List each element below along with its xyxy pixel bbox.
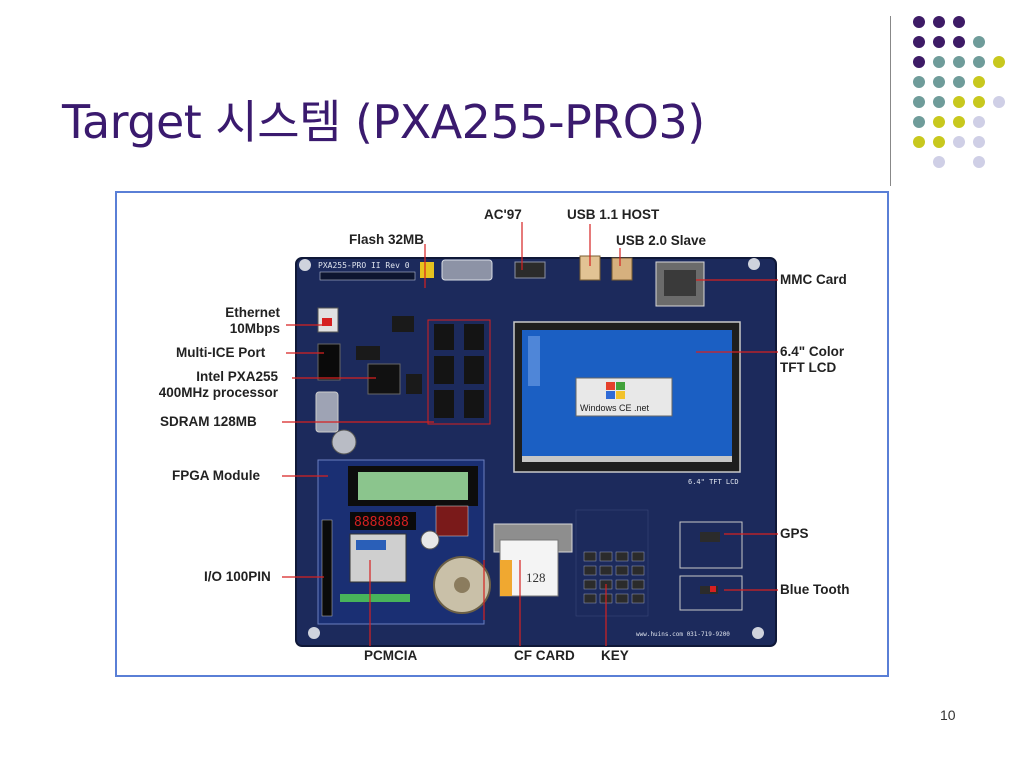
label-fpga: FPGA Module (172, 468, 260, 483)
lcd-taskbar (522, 456, 732, 462)
label-tft: 6.4" Color TFT LCD (780, 344, 844, 376)
label-mmc: MMC Card (780, 272, 847, 287)
label-tft-line2: TFT LCD (780, 360, 837, 375)
battery-cell (331, 429, 357, 455)
dot-row-2 (913, 36, 985, 48)
character-lcd-screen (358, 472, 468, 500)
windows-flag-blue (606, 391, 615, 399)
lcd-brand-text: Windows CE .net (580, 403, 650, 413)
serial-connector (441, 259, 493, 281)
fpga-leds (340, 594, 410, 602)
label-pxa255: Intel PXA255 400MHz processor (130, 369, 278, 401)
buzzer (420, 530, 440, 550)
flash-chip (420, 262, 434, 278)
ac97-connector (514, 261, 546, 279)
serial-db9 (315, 391, 339, 433)
seven-segment-display (350, 512, 416, 530)
windows-flag-yellow (616, 391, 625, 399)
sdram-chip-3 (434, 356, 454, 384)
label-ethernet-line2: 10Mbps (229, 321, 280, 336)
sdram-region (427, 319, 491, 425)
sdram-chip-6 (464, 390, 484, 418)
dot-row-6 (913, 116, 985, 128)
dot-row-1 (913, 16, 965, 28)
cf-card-capacity: 128 (526, 570, 546, 585)
gps-module (679, 521, 743, 569)
label-multi-ice: Multi-ICE Port (176, 345, 266, 360)
label-sdram: SDRAM 128MB (160, 414, 257, 429)
title-divider-line (890, 16, 891, 186)
label-pxa255-line2: 400MHz processor (158, 385, 278, 400)
keypad-area (575, 509, 649, 617)
label-flash: Flash 32MB (349, 232, 425, 247)
label-io: I/O 100PIN (204, 569, 271, 584)
dot-row-7 (913, 136, 985, 148)
pxa255-cpu (367, 363, 401, 395)
decorative-dot-grid (913, 16, 1005, 168)
seven-segment-digits: 8888888 (354, 515, 409, 530)
label-ethernet-line1: Ethernet (225, 305, 280, 320)
dot-row-5 (913, 96, 1005, 108)
usb20-port (611, 257, 633, 281)
bluetooth-red-mark (710, 586, 716, 592)
board-silkscreen: PXA255-PRO II Rev 0 (318, 261, 410, 270)
label-pxa255-line1: Intel PXA255 (196, 369, 278, 384)
ethernet-led (322, 318, 332, 326)
label-bluetooth: Blue Tooth (780, 582, 850, 597)
sdram-chip-1 (434, 324, 454, 350)
dot-row-3 (913, 56, 1005, 68)
label-pcmcia: PCMCIA (364, 648, 418, 663)
gps-module-chip (700, 532, 720, 542)
page-number: 10 (940, 707, 956, 723)
dot-row-4 (913, 76, 985, 88)
lcd-desktop-icons (528, 336, 540, 386)
mount-hole-tr (748, 258, 760, 270)
ic-chip-c (406, 374, 422, 394)
stepper-motor-hub (454, 577, 470, 593)
ic-chip-a (392, 316, 414, 332)
bluetooth-module (679, 575, 743, 611)
label-gps: GPS (780, 526, 809, 541)
led-matrix (435, 505, 469, 537)
dot-row-8 (933, 156, 985, 168)
callout-lines (282, 222, 778, 646)
windows-flag-red (606, 382, 615, 390)
sdram-chip-5 (434, 390, 454, 418)
label-cf-card: CF CARD (514, 648, 575, 663)
top-pin-header (319, 271, 416, 281)
slide-title: Target 시스템 (PXA255-PRO3) (62, 95, 705, 149)
bluetooth-module-chip (700, 586, 718, 594)
sdram-chip-2 (464, 324, 484, 350)
multi-ice-header (317, 343, 341, 381)
lcd-silkscreen: 6.4" TFT LCD (688, 478, 739, 486)
label-usb11: USB 1.1 HOST (567, 207, 660, 222)
mount-hole-br (752, 627, 764, 639)
label-tft-line1: 6.4" Color (780, 344, 845, 359)
windows-flag-green (616, 382, 625, 390)
label-key: KEY (601, 648, 629, 663)
mount-hole-tl (299, 259, 311, 271)
sdram-chip-4 (464, 356, 484, 384)
label-ac97: AC'97 (484, 207, 522, 222)
label-ethernet: Ethernet 10Mbps (210, 305, 280, 337)
io-pin-header (321, 519, 333, 617)
label-usb20: USB 2.0 Slave (616, 233, 707, 248)
fpga-chip-label (356, 540, 386, 550)
mount-hole-bl (308, 627, 320, 639)
mmc-slot-inner (664, 270, 696, 296)
ic-chip-b (356, 346, 380, 360)
cf-card-stripe (500, 560, 512, 596)
board-web-text: www.huins.com 031-719-9200 (636, 631, 730, 638)
